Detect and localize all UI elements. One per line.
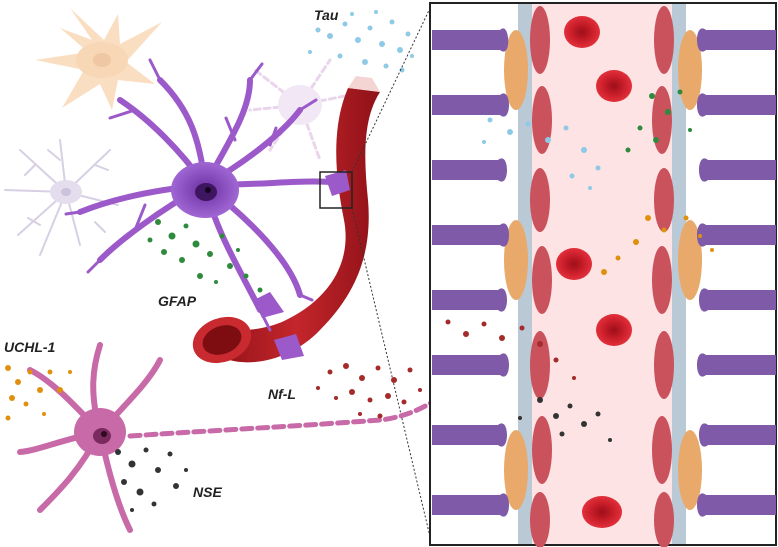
main-astrocyte bbox=[64, 58, 350, 360]
left-endfeet bbox=[432, 28, 509, 517]
nfl-label: Nf-L bbox=[268, 386, 296, 402]
faded-orange-astrocyte bbox=[35, 8, 162, 110]
neuron bbox=[17, 342, 435, 533]
red-blood-cells bbox=[556, 16, 632, 528]
faded-lavender-astrocyte bbox=[4, 139, 119, 256]
nfl-markers bbox=[316, 363, 422, 419]
panel-nse-markers bbox=[518, 397, 612, 442]
blood-vessel bbox=[192, 76, 380, 364]
gfap-markers bbox=[147, 219, 263, 293]
zoom-panel-content bbox=[432, 4, 776, 547]
zoom-source-box bbox=[319, 171, 353, 209]
right-vessel-wall bbox=[652, 4, 702, 547]
gfap-label: GFAP bbox=[158, 293, 197, 309]
zoom-lines bbox=[351, 3, 433, 546]
nse-label: NSE bbox=[193, 484, 222, 500]
tau-label: Tau bbox=[314, 7, 339, 23]
panel-tau-markers bbox=[482, 117, 601, 190]
panel-nfl-markers bbox=[445, 319, 576, 380]
uchl1-label: UCHL-1 bbox=[4, 339, 56, 355]
nse-markers bbox=[115, 447, 188, 512]
panel-gfap-markers bbox=[625, 89, 692, 153]
right-endfeet bbox=[697, 28, 776, 517]
uchl1-markers bbox=[5, 365, 72, 421]
left-vessel-wall bbox=[504, 4, 552, 547]
panel-uchl1-markers bbox=[601, 215, 714, 275]
tau-markers bbox=[308, 10, 414, 73]
